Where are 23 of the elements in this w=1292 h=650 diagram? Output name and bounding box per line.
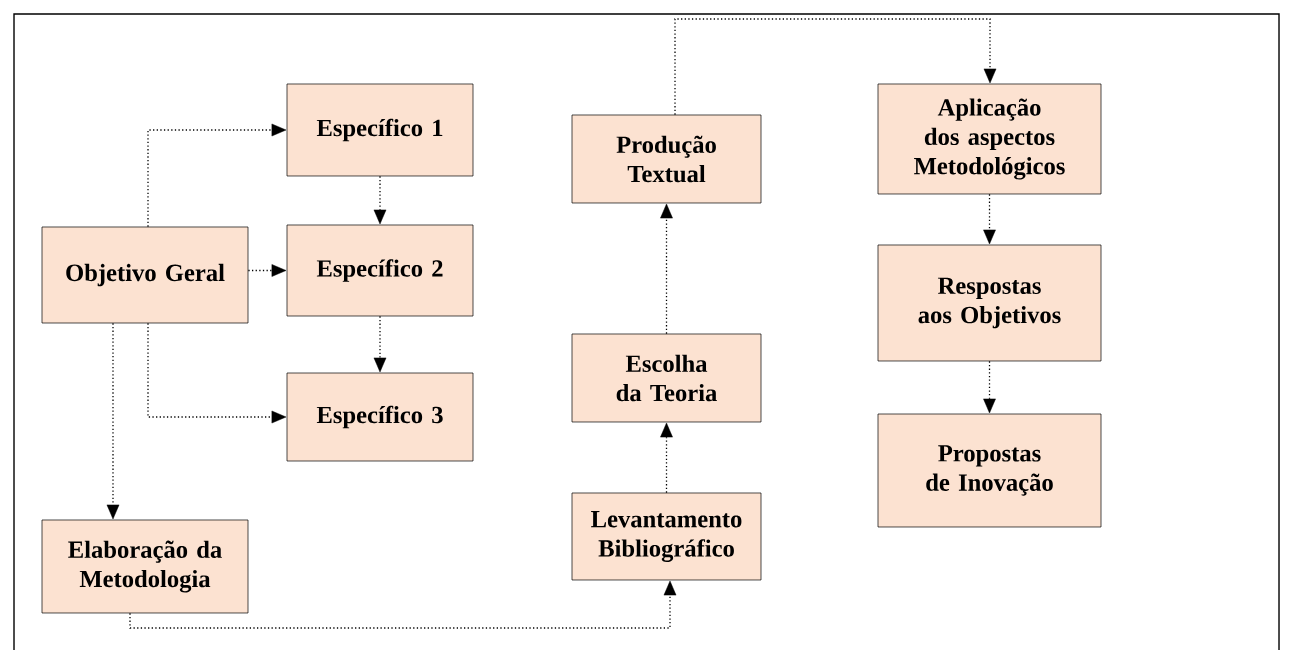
arrow <box>660 203 673 335</box>
arrow <box>660 422 673 494</box>
arrow <box>106 322 120 520</box>
arrow <box>147 123 287 228</box>
process-box: Produção Textual <box>571 114 762 204</box>
arrow <box>129 580 677 629</box>
arrow <box>983 193 996 245</box>
arrow <box>247 264 287 277</box>
arrow <box>373 175 387 225</box>
process-box: Levantamento Bibliográfico <box>571 492 762 581</box>
process-box: Elaboração da Metodologia <box>41 519 249 614</box>
process-box: Específico 2 <box>286 224 474 317</box>
arrow <box>373 315 387 373</box>
arrow <box>674 18 997 116</box>
process-box: Específico 3 <box>286 372 474 462</box>
process-box: Específico 1 <box>286 83 474 177</box>
process-box: Propostas de Inovação <box>877 413 1102 528</box>
process-box: Aplicação dos aspectos Metodológicos <box>877 83 1102 195</box>
process-box: Escolha da Teoria <box>571 333 762 423</box>
arrow <box>983 360 996 414</box>
process-box: Objetivo Geral <box>41 226 249 324</box>
process-box: Respostas aos Objetivos <box>877 244 1102 362</box>
arrow <box>147 322 287 424</box>
